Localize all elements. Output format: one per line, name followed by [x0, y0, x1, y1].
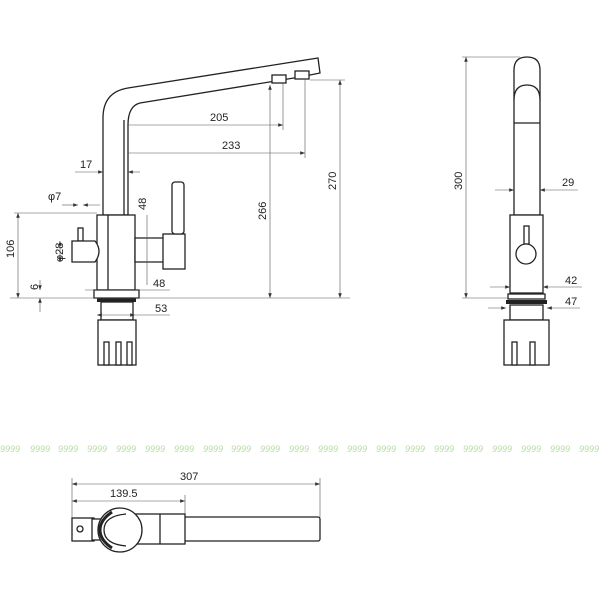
svg-text:9999: 9999	[260, 444, 280, 454]
dim-233: 233	[222, 140, 240, 152]
svg-text:9999: 9999	[434, 444, 454, 454]
svg-text:9999: 9999	[231, 444, 251, 454]
svg-text:9999: 9999	[492, 444, 512, 454]
dim-48-horizontal: 48	[153, 278, 165, 290]
svg-text:9999: 9999	[405, 444, 425, 454]
svg-text:9999: 9999	[0, 444, 20, 454]
svg-text:9999: 9999	[145, 444, 165, 454]
dim-6: 6	[29, 284, 41, 290]
watermark: 9999 9999 9999 9999 9999 9999 9999 9999 9999…	[0, 444, 599, 454]
dim-139-5: 139.5	[110, 488, 138, 500]
svg-text:9999: 9999	[30, 444, 50, 454]
svg-text:9999: 9999	[174, 444, 194, 454]
svg-text:9999: 9999	[203, 444, 223, 454]
dim-phi7: φ7	[48, 191, 61, 203]
svg-text:9999: 9999	[116, 444, 136, 454]
lever-handle	[171, 181, 185, 235]
svg-text:9999: 9999	[550, 444, 570, 454]
svg-text:9999: 9999	[58, 444, 78, 454]
body	[96, 214, 136, 291]
dim-42: 42	[565, 275, 577, 287]
spout	[102, 57, 321, 216]
dim-29: 29	[562, 177, 574, 189]
side-spout	[513, 56, 541, 216]
mount-shank	[100, 301, 134, 321]
side-knob	[515, 243, 537, 265]
dim-307: 307	[180, 471, 198, 483]
dim-phi28: φ28	[54, 243, 66, 262]
side-view: 300 29 42 47	[453, 56, 582, 366]
aerator-1	[271, 74, 287, 84]
dim-300: 300	[453, 172, 465, 190]
svg-text:9999: 9999	[87, 444, 107, 454]
svg-text:9999: 9999	[347, 444, 367, 454]
svg-text:9999: 9999	[521, 444, 541, 454]
dim-106: 106	[5, 240, 17, 258]
svg-text:9999: 9999	[318, 444, 338, 454]
lever-neck	[134, 237, 166, 263]
dim-17: 17	[80, 159, 92, 171]
dim-47: 47	[565, 296, 577, 308]
svg-text:9999: 9999	[376, 444, 396, 454]
dim-266: 266	[257, 202, 269, 220]
front-view: 205 233 17 φ7 106 φ28 6 48 48 53 266 270	[5, 57, 350, 366]
dim-205: 205	[210, 112, 228, 124]
svg-text:9999: 9999	[463, 444, 483, 454]
side-hose-connector	[503, 319, 550, 366]
filter-knob	[71, 240, 100, 263]
aerator-2	[294, 70, 310, 80]
dim-53: 53	[155, 303, 167, 315]
base-ring	[93, 289, 140, 299]
dim-48-vertical: 48	[137, 198, 149, 210]
svg-text:9999: 9999	[289, 444, 309, 454]
svg-text:9999: 9999	[579, 444, 599, 454]
dim-270: 270	[327, 172, 339, 190]
top-view: 307 139.5	[71, 471, 321, 553]
lever-hub	[162, 233, 186, 270]
filter-lever-stem	[77, 227, 84, 242]
